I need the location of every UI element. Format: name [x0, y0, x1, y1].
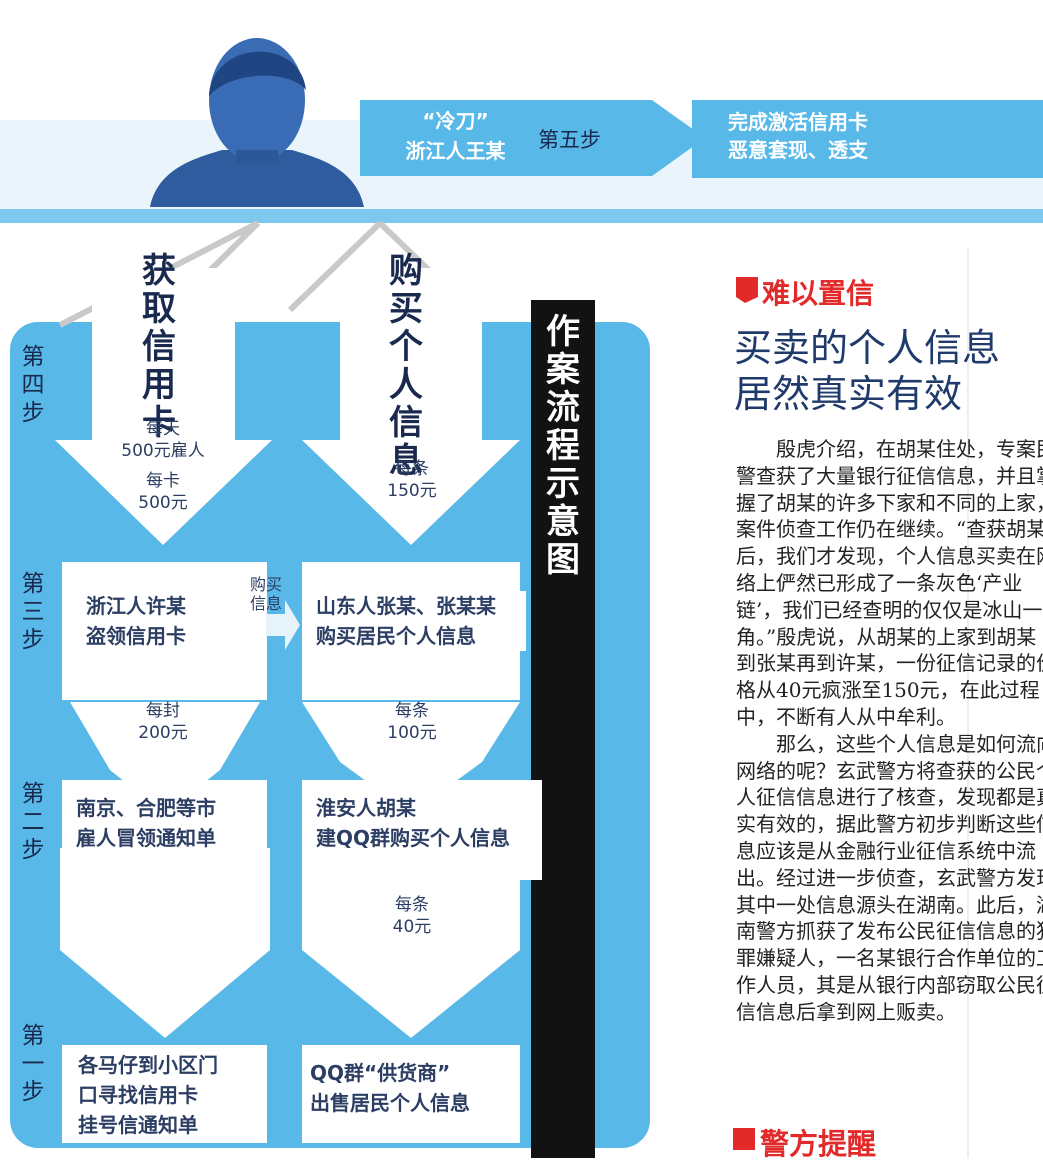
article-headline: 买卖的个人信息 居然真实有效 — [734, 325, 1000, 417]
arrow-left-step3 — [70, 702, 260, 814]
left-step3-text: 浙江人许某 盗领信用卡 — [86, 591, 266, 651]
tip-line: 每天 — [146, 419, 180, 439]
box-line: QQ群“供货商” — [310, 1061, 451, 1085]
header-person-label: “冷刀” 浙江人王某 — [393, 106, 518, 166]
tip-line: 每条 — [395, 459, 429, 479]
tip-line: 每卡 — [146, 471, 180, 491]
box-line: 购买居民个人信息 — [316, 624, 476, 648]
box-line: 口寻找信用卡 — [78, 1083, 198, 1107]
right-step3-tip: 每条 100元 — [352, 700, 472, 744]
arrow-left-step2 — [60, 848, 270, 1038]
person-name: 浙江人王某 — [405, 139, 506, 163]
result-line2: 恶意套现、透支 — [728, 138, 868, 162]
box-line: 挂号信通知单 — [78, 1113, 198, 1137]
article-paragraph-1: 殷虎介绍，在胡某住处，专案民警查获了大量银行征信信息，并且掌握了胡某的许多下家和… — [736, 437, 1043, 729]
buy-info-arrow — [238, 600, 300, 650]
tip-line: 100元 — [387, 723, 437, 743]
step5-label: 第五步 — [538, 128, 601, 152]
right-step1-text: QQ群“供货商” 出售居民个人信息 — [310, 1058, 520, 1118]
article-column-divider — [967, 248, 969, 1158]
step3-label: 第三步 — [21, 571, 45, 653]
right-step4-tip: 每条 150元 — [352, 458, 472, 502]
tip-line: 500元雇人 — [121, 441, 205, 461]
right-step3-text: 山东人张某、张某某 购买居民个人信息 — [316, 591, 526, 651]
title-bar — [531, 300, 595, 1158]
result-line1: 完成激活信用卡 — [728, 110, 868, 134]
article-paragraph-2: 那么，这些个人信息是如何流向网络的呢？玄武警方将查获的公民个人征信信息进行了核查… — [736, 731, 1043, 1024]
tip-line: 每封 — [146, 701, 180, 721]
left-step3-tip: 每封 200元 — [103, 700, 223, 744]
tip-line: 每条 — [395, 895, 429, 915]
arrow-left-step4 — [55, 268, 272, 545]
headline-line: 买卖的个人信息 — [734, 326, 1001, 370]
step4-label: 第四步 — [21, 344, 45, 426]
arrow-right-step2 — [302, 880, 520, 1038]
right-step2-tip: 每条 40元 — [352, 894, 472, 938]
tip-line: 200元 — [138, 723, 188, 743]
left-step1-text: 各马仔到小区门 口寻找信用卡 挂号信通知单 — [78, 1050, 267, 1140]
tip-line: 每条 — [395, 701, 429, 721]
header-arrow-person — [360, 100, 705, 176]
section2-heading: 警方提醒 — [760, 1127, 877, 1161]
right-step2-text: 淮安人胡某 建QQ群购买个人信息 — [316, 793, 542, 853]
person-silhouette-icon — [150, 38, 364, 207]
section1-heading: 难以置信 — [762, 277, 875, 310]
box-line: 淮安人胡某 — [316, 796, 416, 820]
arrow-right-step4 — [302, 268, 520, 545]
box-line: 各马仔到小区门 — [78, 1053, 218, 1077]
buy-info-label: 购买 信息 — [250, 575, 282, 613]
step2-label: 第二步 — [21, 781, 45, 863]
header-result-box — [692, 100, 1043, 178]
left-step2-text: 南京、合肥等市 雇人冒领通知单 — [76, 793, 266, 853]
tip-line: 40元 — [392, 917, 432, 937]
tip-line: 150元 — [387, 481, 437, 501]
box-line: 建QQ群购买个人信息 — [316, 826, 511, 850]
label-line: 购买 — [250, 575, 283, 594]
role-label: “冷刀” — [422, 109, 489, 133]
header-result: 完成激活信用卡 恶意套现、透支 — [728, 108, 928, 164]
branch-left-label: 获取信用卡 — [142, 251, 176, 443]
box-line: 盗领信用卡 — [86, 624, 186, 648]
tip-line: 500元 — [138, 493, 188, 513]
headline-line: 居然真实有效 — [734, 372, 963, 416]
box-line: 浙江人许某 — [86, 594, 186, 618]
article-body: 殷虎介绍，在胡某住处，专案民警查获了大量银行征信信息，并且掌握了胡某的许多下家和… — [736, 436, 1043, 1026]
step1-label: 第一步 — [21, 1023, 45, 1105]
left-step4-tip: 每天 500元雇人 每卡 500元 — [103, 418, 223, 514]
box-line: 出售居民个人信息 — [310, 1091, 470, 1115]
header-divider-bar — [0, 209, 1043, 223]
box-line: 雇人冒领通知单 — [76, 826, 216, 850]
diagram-title: 作案流程示意图 — [546, 312, 580, 580]
branch-right-label: 购买个人信息 — [389, 251, 423, 481]
box-line: 南京、合肥等市 — [76, 796, 216, 820]
label-line: 信息 — [250, 594, 283, 613]
box-line: 山东人张某、张某某 — [316, 594, 496, 618]
section2-marker-icon — [733, 1128, 755, 1150]
section1-marker-icon — [736, 277, 758, 303]
arrow-right-step3 — [302, 702, 520, 814]
